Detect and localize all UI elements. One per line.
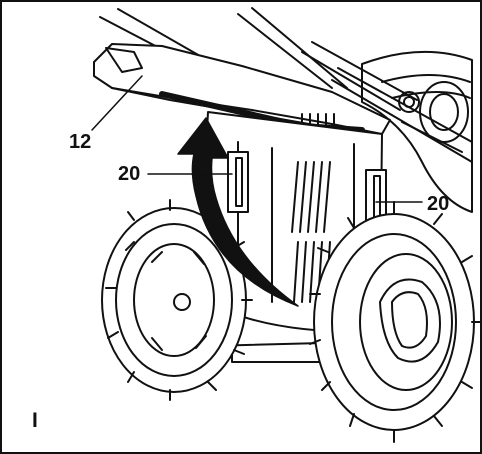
handle-bars bbox=[99, 7, 473, 163]
callout-label-12: 12 bbox=[69, 131, 92, 153]
figure-label: I bbox=[32, 409, 38, 432]
right-rear-wheel bbox=[309, 201, 480, 443]
handle-bracket-left bbox=[227, 151, 249, 213]
callout-label-20-left: 20 bbox=[118, 163, 141, 185]
callout-label-20-right: 20 bbox=[427, 193, 450, 215]
lift-arrow bbox=[177, 117, 299, 307]
left-rear-wheel bbox=[101, 199, 253, 401]
callout-leaders bbox=[91, 75, 423, 203]
engine-housing bbox=[361, 50, 473, 213]
